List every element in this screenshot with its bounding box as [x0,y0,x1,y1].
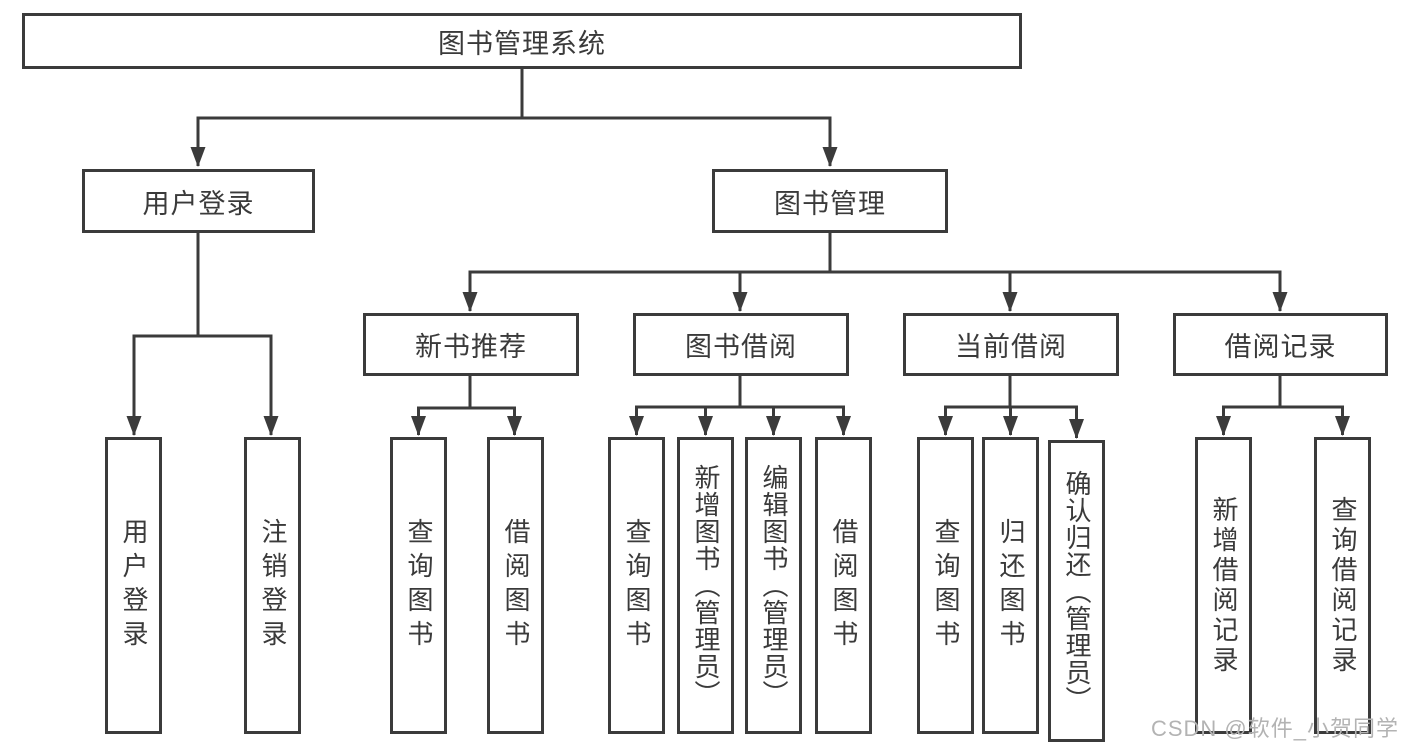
leaf-query-borrow-record: 查询借阅记录 [1314,437,1371,734]
csdn-watermark: CSDN @软件_小贺同学 [1150,716,1399,741]
leaf-borrow-books: 借阅图书 [815,437,872,734]
leaf-query-books-current: 查询图书 [917,437,974,734]
leaf-user-login: 用户登录 [105,437,162,734]
leaf-query-books-borrow: 查询图书 [608,437,665,734]
node-borrow-records: 借阅记录 [1173,313,1388,376]
leaf-add-borrow-record: 新增借阅记录 [1195,437,1252,734]
node-book-management: 图书管理 [712,169,948,233]
leaf-return-books: 归还图书 [982,437,1039,734]
node-new-book-recommend: 新书推荐 [363,313,579,376]
node-user-login: 用户登录 [82,169,315,233]
leaf-confirm-return-admin: 确认归还（管理员） [1048,440,1105,742]
leaf-borrow-books-recommend: 借阅图书 [487,437,544,734]
leaf-logout-login: 注销登录 [244,437,301,734]
leaf-add-books-admin: 新增图书（管理员） [677,437,734,734]
leaf-query-books-recommend: 查询图书 [390,437,447,734]
leaf-edit-books-admin: 编辑图书（管理员） [745,437,802,734]
node-root-system: 图书管理系统 [22,13,1022,69]
node-current-borrow: 当前借阅 [903,313,1119,376]
node-book-borrow: 图书借阅 [633,313,849,376]
